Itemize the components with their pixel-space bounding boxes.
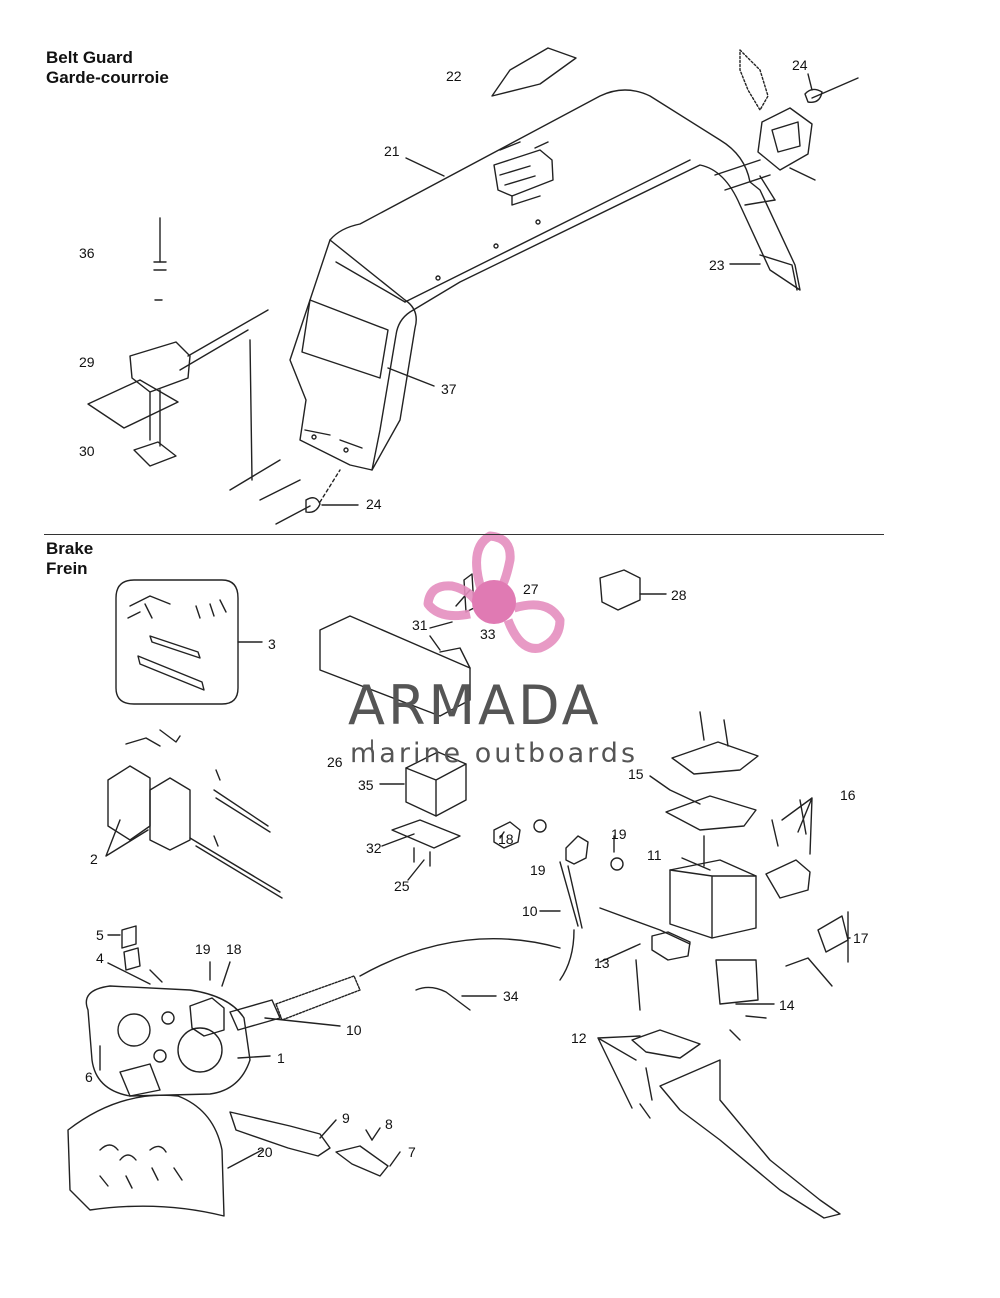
callout-3: 3: [268, 636, 276, 652]
callout-16: 16: [840, 787, 856, 803]
callout-6: 6: [85, 1069, 93, 1085]
part-22-shape: [491, 47, 577, 97]
callout-14: 14: [779, 997, 795, 1013]
callout-4: 4: [96, 950, 104, 966]
callout-36: 36: [79, 245, 95, 261]
callout-29: 29: [79, 354, 95, 370]
belt-guard-title-en: Belt Guard: [46, 48, 133, 67]
brake-title: Brake Frein: [46, 539, 93, 579]
callout-13: 13: [594, 955, 610, 971]
callout-12: 12: [571, 1030, 587, 1046]
section-divider: [44, 534, 884, 535]
callout-30: 30: [79, 443, 95, 459]
callout-1: 1: [277, 1050, 285, 1066]
callout-18: 18: [498, 831, 514, 847]
callout-5: 5: [96, 927, 104, 943]
callout-2: 2: [90, 851, 98, 867]
watermark-brand-name: ARMADA: [348, 674, 602, 737]
callout-25: 25: [394, 878, 410, 894]
callout-27: 27: [523, 581, 539, 597]
watermark-tagline: marine outboards: [350, 738, 639, 769]
callout-26: 26: [327, 754, 343, 770]
callout-10: 10: [346, 1022, 362, 1038]
callout-19: 19: [611, 826, 627, 842]
callout-15: 15: [628, 766, 644, 782]
callout-24: 24: [366, 496, 382, 512]
belt-guard-shape: [289, 89, 801, 471]
callout-20: 20: [257, 1144, 273, 1160]
brake-title-fr: Frein: [46, 559, 88, 578]
callout-28: 28: [671, 587, 687, 603]
callout-19: 19: [195, 941, 211, 957]
callout-10: 10: [522, 903, 538, 919]
callout-34: 34: [503, 988, 519, 1004]
brake-title-en: Brake: [46, 539, 94, 558]
callout-18: 18: [226, 941, 242, 957]
belt-guard-title: Belt Guard Garde-courroie: [46, 48, 169, 88]
callout-21: 21: [384, 143, 400, 159]
callout-8: 8: [385, 1116, 393, 1132]
callout-11: 11: [647, 847, 662, 863]
callout-23: 23: [709, 257, 725, 273]
callout-32: 32: [366, 840, 382, 856]
callout-17: 17: [853, 930, 869, 946]
callout-19: 19: [530, 862, 546, 878]
callout-9: 9: [342, 1110, 350, 1126]
callout-31: 31: [412, 617, 428, 633]
belt-guard-title-fr: Garde-courroie: [46, 68, 169, 87]
callout-7: 7: [408, 1144, 416, 1160]
callout-35: 35: [358, 777, 374, 793]
callout-33: 33: [480, 626, 496, 642]
callout-37: 37: [441, 381, 457, 397]
callout-22: 22: [446, 68, 462, 84]
callout-24: 24: [792, 57, 808, 73]
